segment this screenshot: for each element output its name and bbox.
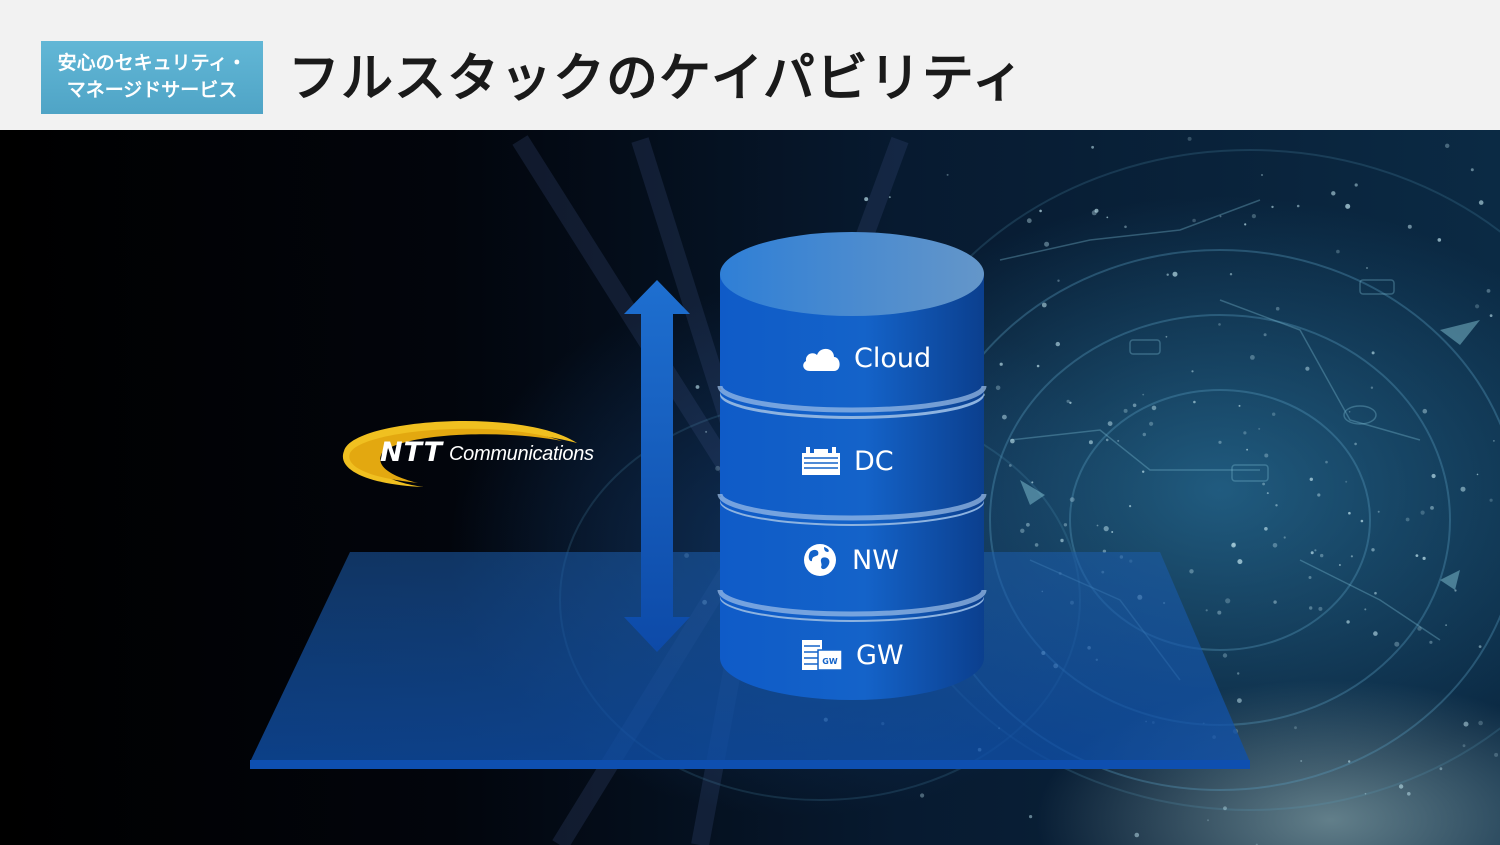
badge-line-2: マネージドサービス [66, 79, 238, 101]
cloud-icon [803, 348, 840, 371]
layer-cloud: Cloud [800, 338, 931, 378]
badge-line-1: 安心のセキュリティ・ [57, 52, 247, 74]
layer-label-dc: DC [854, 445, 894, 477]
diagram-stage: NTT Communications Cloud DC [0, 130, 1500, 845]
layer-label-nw: NW [852, 544, 899, 576]
layer-gw: GW GW [800, 635, 904, 675]
layer-label-gw: GW [856, 639, 904, 671]
page-title: フルスタックのケイパビリティ [288, 49, 1025, 109]
stack-cylinder [717, 232, 987, 700]
datacenter-icon [802, 447, 840, 475]
header-bar: 安心のセキュリティ・ マネージドサービス フルスタックのケイパビリティ [0, 0, 1500, 130]
swoosh-icon [342, 420, 577, 487]
gateway-icon: GW [802, 640, 843, 671]
ntt-communications-logo: NTT Communications [332, 413, 622, 489]
logo-ntt-text: NTT [380, 437, 444, 468]
layer-label-cloud: Cloud [854, 342, 932, 374]
double-arrow-icon [624, 280, 690, 652]
section-badge: 安心のセキュリティ・ マネージドサービス [41, 41, 263, 114]
layer-dc: DC [800, 441, 894, 481]
globe-icon [804, 544, 836, 576]
stack-diagram [250, 135, 1500, 845]
layer-nw: NW [800, 540, 899, 580]
gateway-icon-text: GW [822, 657, 838, 666]
logo-communications-text: Communications [449, 443, 594, 465]
